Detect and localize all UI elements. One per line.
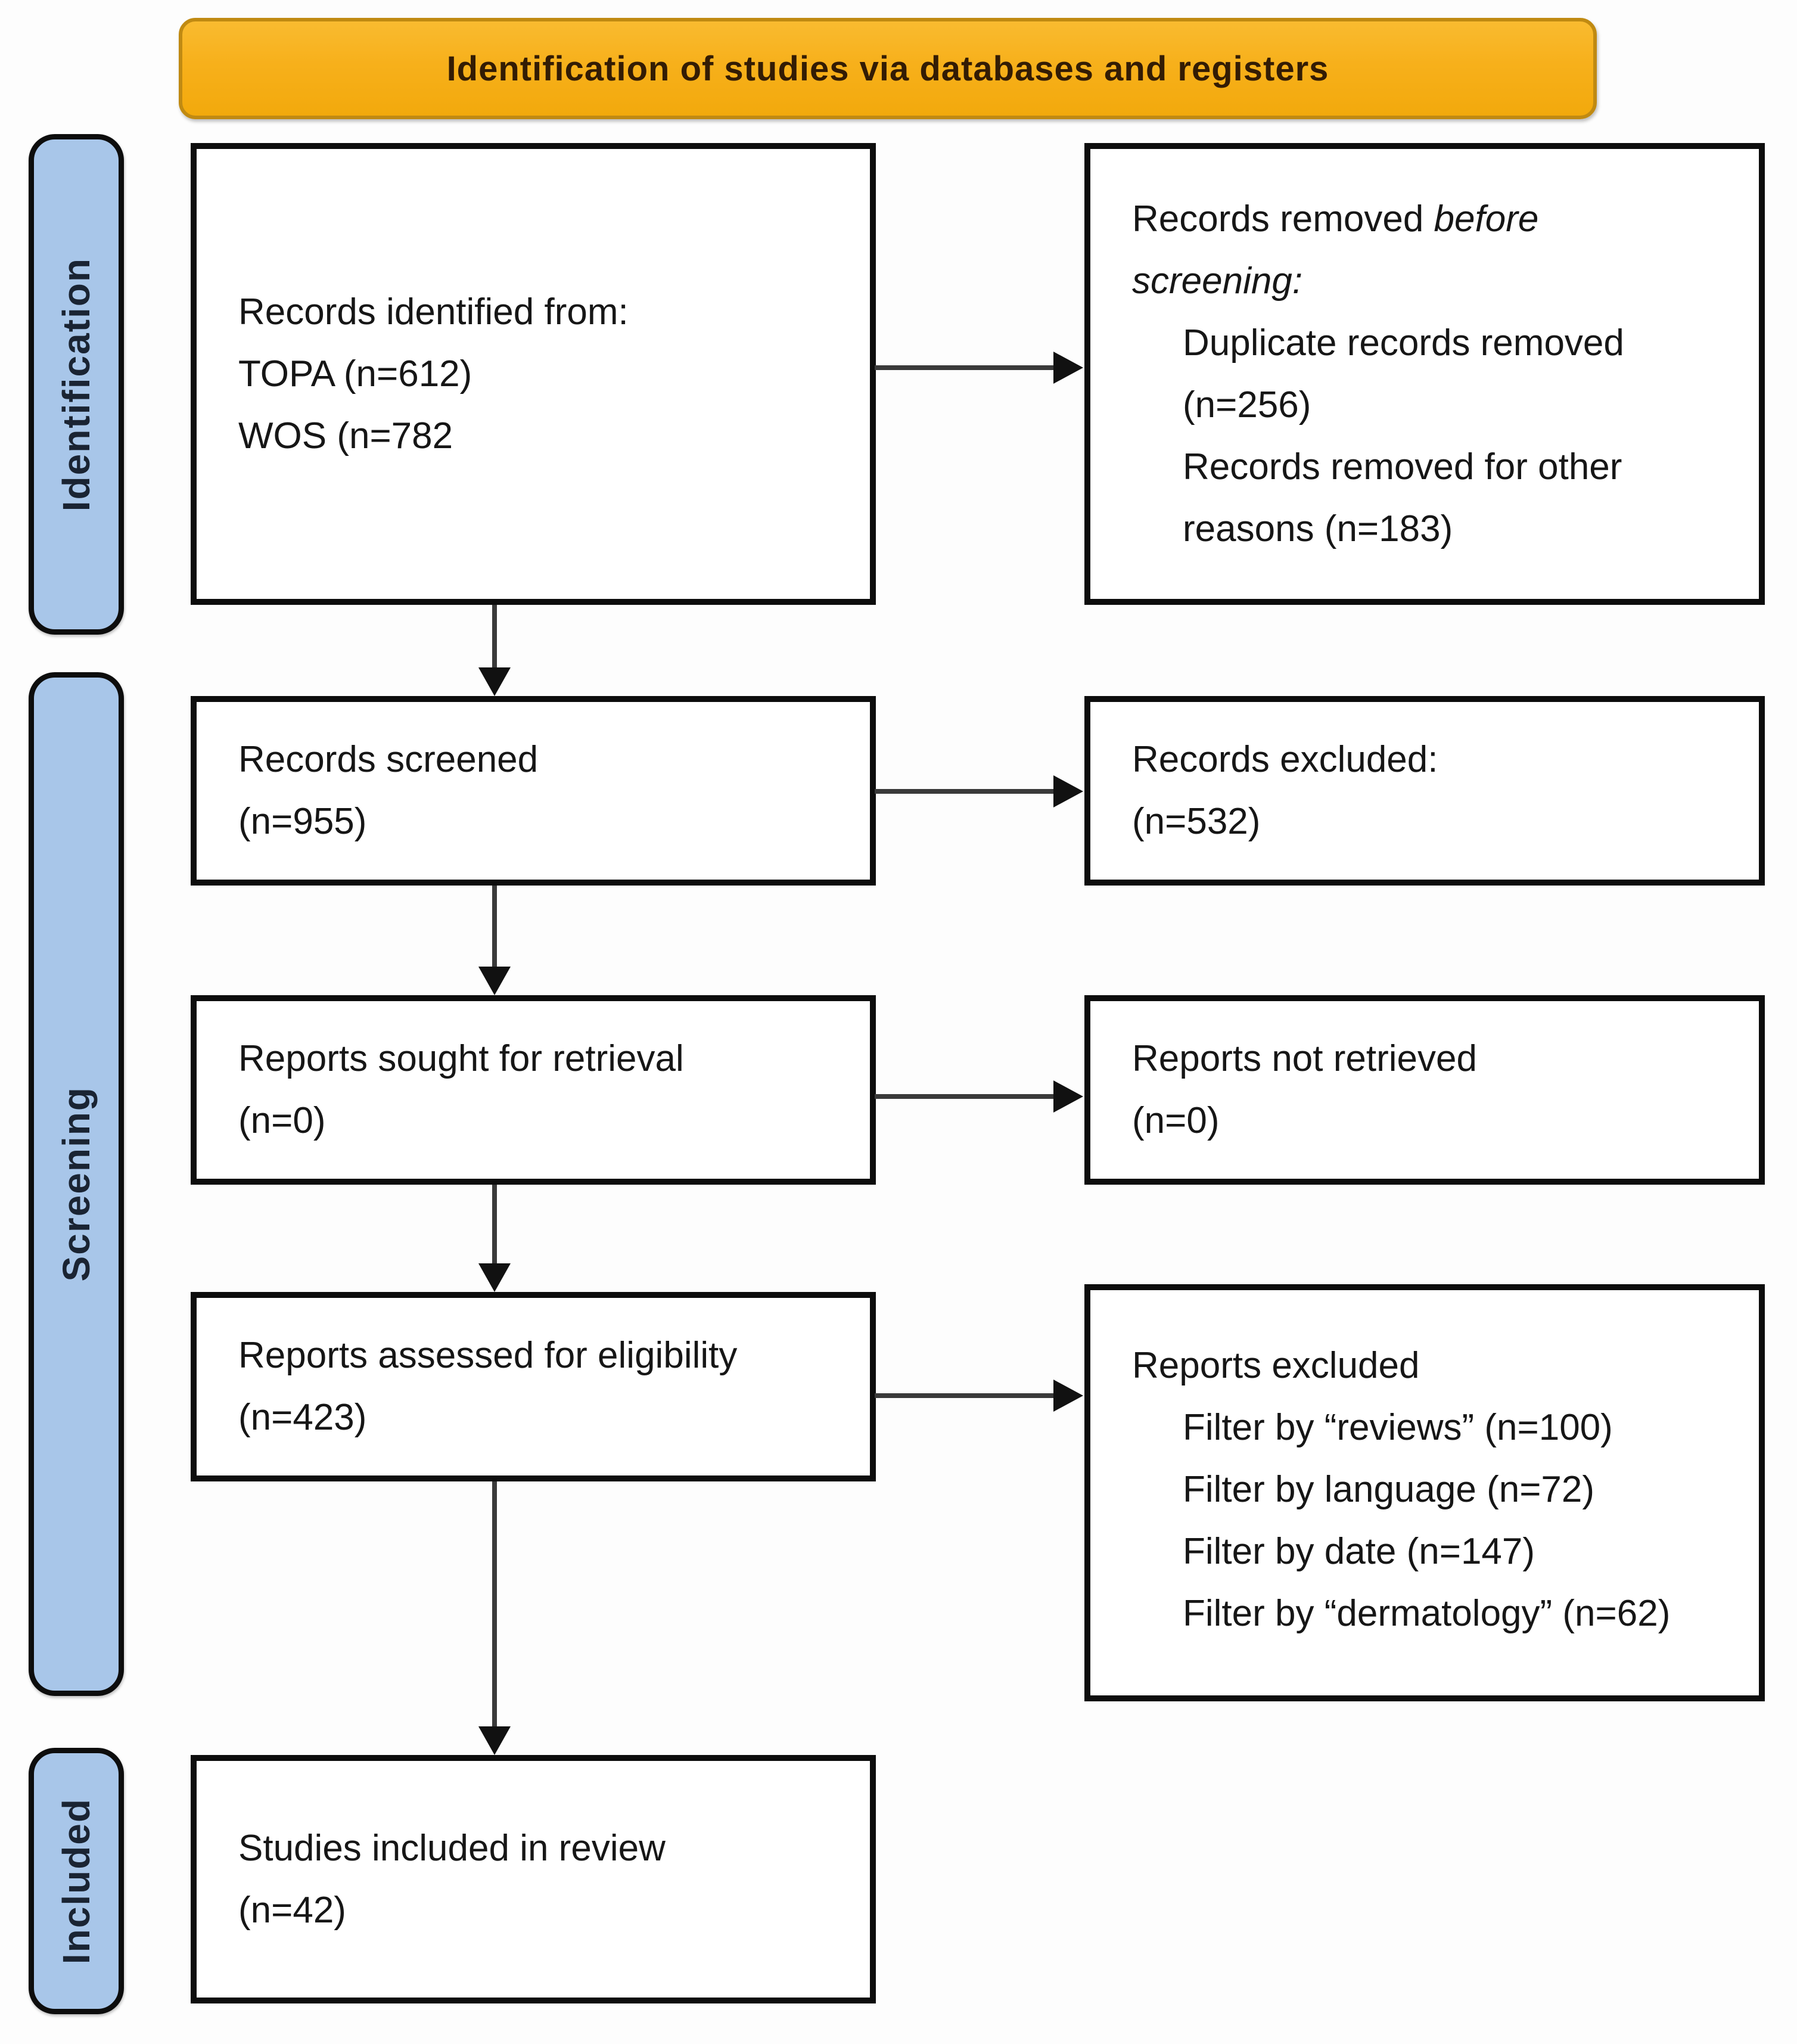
arrow-assessed-to-included: [492, 1481, 497, 1728]
box-studies-included-in-review: Studies included in review (n=42): [191, 1755, 876, 2003]
box-text-line: Filter by date (n=147): [1183, 1531, 1535, 1572]
box-reports-excluded: Reports excluded Filter by “reviews” (n=…: [1084, 1284, 1765, 1701]
arrow-down-head-icon: [478, 667, 511, 696]
box-text-line: Filter by “reviews” (n=100): [1183, 1407, 1613, 1448]
box-text-line: Filter by language (n=72): [1183, 1469, 1595, 1510]
box-text-line: Reports not retrieved: [1132, 1038, 1477, 1079]
box-records-removed-before-screening: Records removed before screening: Duplic…: [1084, 143, 1765, 605]
arrow-sought-to-assessed: [492, 1185, 497, 1265]
box-text-line: Records excluded:: [1132, 739, 1438, 780]
box-text-line: Studies included in review: [238, 1827, 666, 1869]
box-text-line: (n=42): [238, 1889, 346, 1931]
arrow-screened-to-excluded: [875, 789, 1055, 794]
box-records-identified: Records identified from: TOPA (n=612) WO…: [191, 143, 876, 605]
box-text-line: Records screened: [238, 739, 539, 780]
arrow-down-head-icon: [478, 1263, 511, 1292]
box-text-line: (n=0): [1132, 1100, 1220, 1141]
box-text-line: (n=955): [238, 801, 367, 842]
stage-label-included: Included: [55, 1797, 98, 1965]
box-text-line: WOS (n=782: [238, 415, 453, 456]
arrow-right-head-icon: [1053, 352, 1083, 384]
banner-title: Identification of studies via databases …: [446, 49, 1329, 88]
box-text-line: Duplicate records removed: [1183, 322, 1624, 364]
box-text-line: (n=256): [1183, 384, 1311, 425]
stage-bar-identification: Identification: [29, 134, 124, 635]
box-text-line: (n=0): [238, 1100, 326, 1141]
arrow-assessed-to-reports-excluded: [875, 1393, 1055, 1398]
box-text-line: screening:: [1132, 260, 1303, 302]
arrow-right-head-icon: [1053, 1380, 1083, 1412]
arrow-right-head-icon: [1053, 775, 1083, 807]
box-text-line: (n=423): [238, 1397, 367, 1438]
box-text-line: Records removed before: [1132, 198, 1539, 240]
box-text-line: Reports excluded: [1132, 1345, 1420, 1386]
box-text-line: Records identified from:: [238, 291, 629, 333]
box-text-line: Reports assessed for eligibility: [238, 1335, 738, 1376]
italic-text: before: [1434, 198, 1539, 240]
box-records-screened: Records screened (n=955): [191, 696, 876, 886]
box-reports-assessed-for-eligibility: Reports assessed for eligibility (n=423): [191, 1292, 876, 1481]
stage-label-identification: Identification: [55, 257, 98, 512]
box-text-line: Filter by “dermatology” (n=62): [1183, 1593, 1671, 1634]
stage-label-screening: Screening: [55, 1086, 98, 1282]
box-records-excluded: Records excluded: (n=532): [1084, 696, 1765, 886]
box-text-line: reasons (n=183): [1183, 508, 1453, 549]
arrow-right-head-icon: [1053, 1080, 1083, 1113]
box-text-line: TOPA (n=612): [238, 353, 472, 394]
stage-bar-included: Included: [29, 1748, 124, 2014]
arrow-sought-to-not-retrieved: [875, 1094, 1055, 1099]
box-reports-sought-for-retrieval: Reports sought for retrieval (n=0): [191, 995, 876, 1185]
box-text-line: Records removed for other: [1183, 446, 1622, 487]
stage-bar-screening: Screening: [29, 672, 124, 1696]
box-text-line: (n=532): [1132, 801, 1261, 842]
arrow-down-head-icon: [478, 967, 511, 995]
box-text-line: Reports sought for retrieval: [238, 1038, 684, 1079]
banner-identification-of-studies: Identification of studies via databases …: [179, 18, 1597, 119]
box-reports-not-retrieved: Reports not retrieved (n=0): [1084, 995, 1765, 1185]
arrow-identified-to-removed: [875, 365, 1055, 370]
arrow-down-head-icon: [478, 1726, 511, 1755]
arrow-screened-to-sought: [492, 886, 497, 968]
arrow-identified-to-screened: [492, 605, 497, 669]
